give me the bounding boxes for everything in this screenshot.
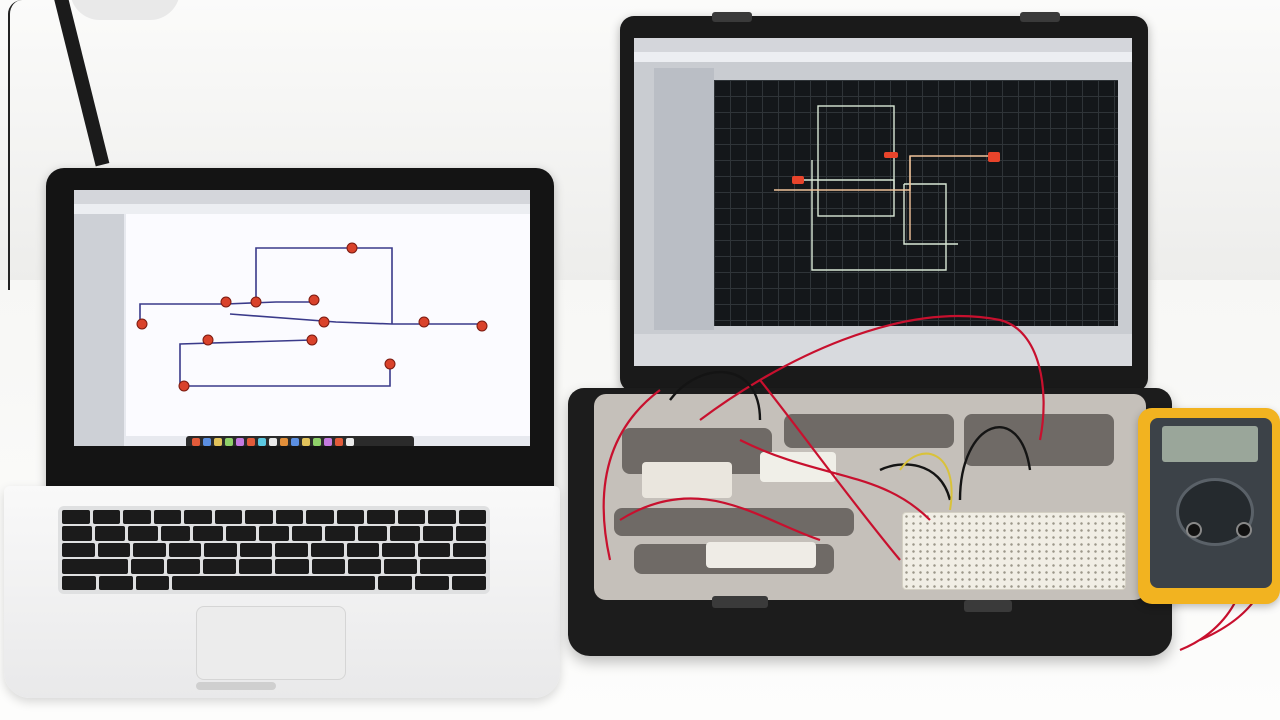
case-latch-right[interactable] [964, 600, 1012, 612]
lamp-head [70, 0, 180, 20]
window-toolbar[interactable] [74, 204, 530, 214]
tool-panel[interactable] [74, 214, 124, 446]
window-titlebar [634, 38, 1132, 52]
laptop-keyboard[interactable] [58, 506, 490, 594]
probe-jack[interactable] [1186, 522, 1202, 538]
breadboard[interactable] [902, 512, 1126, 590]
component-pack[interactable] [642, 462, 732, 498]
schematic-drawing [136, 242, 488, 392]
schematic-canvas[interactable] [126, 214, 530, 436]
circuit-drawing [774, 105, 1000, 271]
window-titlebar [74, 190, 530, 204]
status-area [634, 334, 1132, 366]
case-screen[interactable] [634, 38, 1132, 366]
laptop-trackpad[interactable] [196, 606, 346, 680]
case-latch-left[interactable] [712, 596, 768, 608]
laptop-screen[interactable] [74, 190, 530, 446]
component-part [792, 176, 804, 184]
property-panel[interactable] [654, 68, 714, 330]
lamp-cable [8, 0, 22, 290]
component-node [346, 242, 358, 254]
case-hinge-left [712, 12, 752, 22]
simulation-canvas[interactable] [714, 80, 1118, 326]
component-label-card[interactable] [706, 542, 816, 568]
laptop-hinge-notch [196, 682, 276, 690]
multimeter-display [1162, 426, 1258, 462]
app-dock[interactable] [186, 436, 414, 446]
window-toolbar[interactable] [634, 52, 1132, 62]
component-pack[interactable] [760, 452, 836, 482]
dock-icon [192, 438, 200, 446]
case-hinge-right [1020, 12, 1060, 22]
probe-jack[interactable] [1236, 522, 1252, 538]
